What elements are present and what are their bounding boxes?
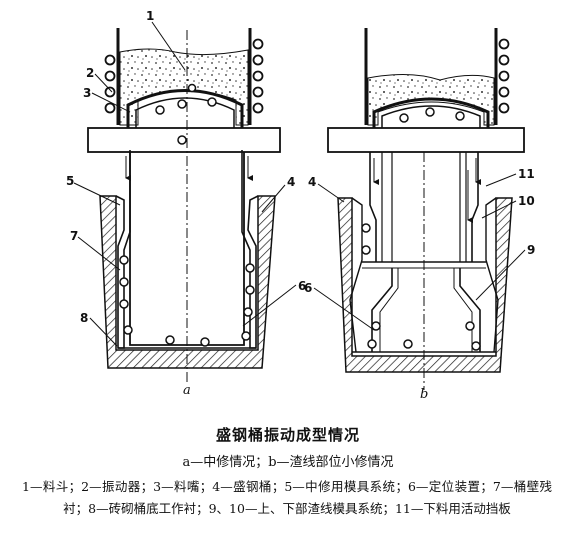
- callout-10: 10: [518, 194, 535, 208]
- callout-3: 3: [83, 86, 91, 100]
- vibration-forming-diagram: 1 2 3 4 5 6 7 8 4 9 10 11 6 a b: [66, 9, 535, 402]
- panel-a: [73, 21, 297, 382]
- callout-8: 8: [80, 311, 88, 325]
- caption-subtitle: a—中修情况；b—渣线部位小修情况: [182, 455, 394, 470]
- callout-6-left: 6: [298, 279, 306, 293]
- sublabel-b: b: [420, 387, 428, 402]
- sublabel-a: a: [183, 383, 191, 398]
- callout-1: 1: [146, 9, 154, 23]
- callout-7: 7: [70, 229, 78, 243]
- callout-4-left: 4: [287, 175, 295, 189]
- figure-caption: 盛钢桶振动成型情况 a—中修情况；b—渣线部位小修情况 1—料斗；2—振动器；3…: [0, 424, 576, 520]
- callout-6-right: 6: [304, 281, 312, 295]
- callout-5: 5: [66, 174, 74, 188]
- panel-b: [313, 28, 526, 390]
- callouts: 1 2 3 4 5 6 7 8 4 9 10 11 6: [66, 9, 535, 325]
- callout-9: 9: [527, 243, 535, 257]
- callout-4-right: 4: [308, 175, 316, 189]
- caption-title: 盛钢桶振动成型情况: [215, 426, 360, 444]
- caption-legend: 1—料斗；2—振动器；3—料嘴；4—盛钢桶；5—中修用模具系统；6—定位装置；7…: [22, 479, 552, 516]
- callout-11: 11: [518, 167, 535, 181]
- callout-2: 2: [86, 66, 94, 80]
